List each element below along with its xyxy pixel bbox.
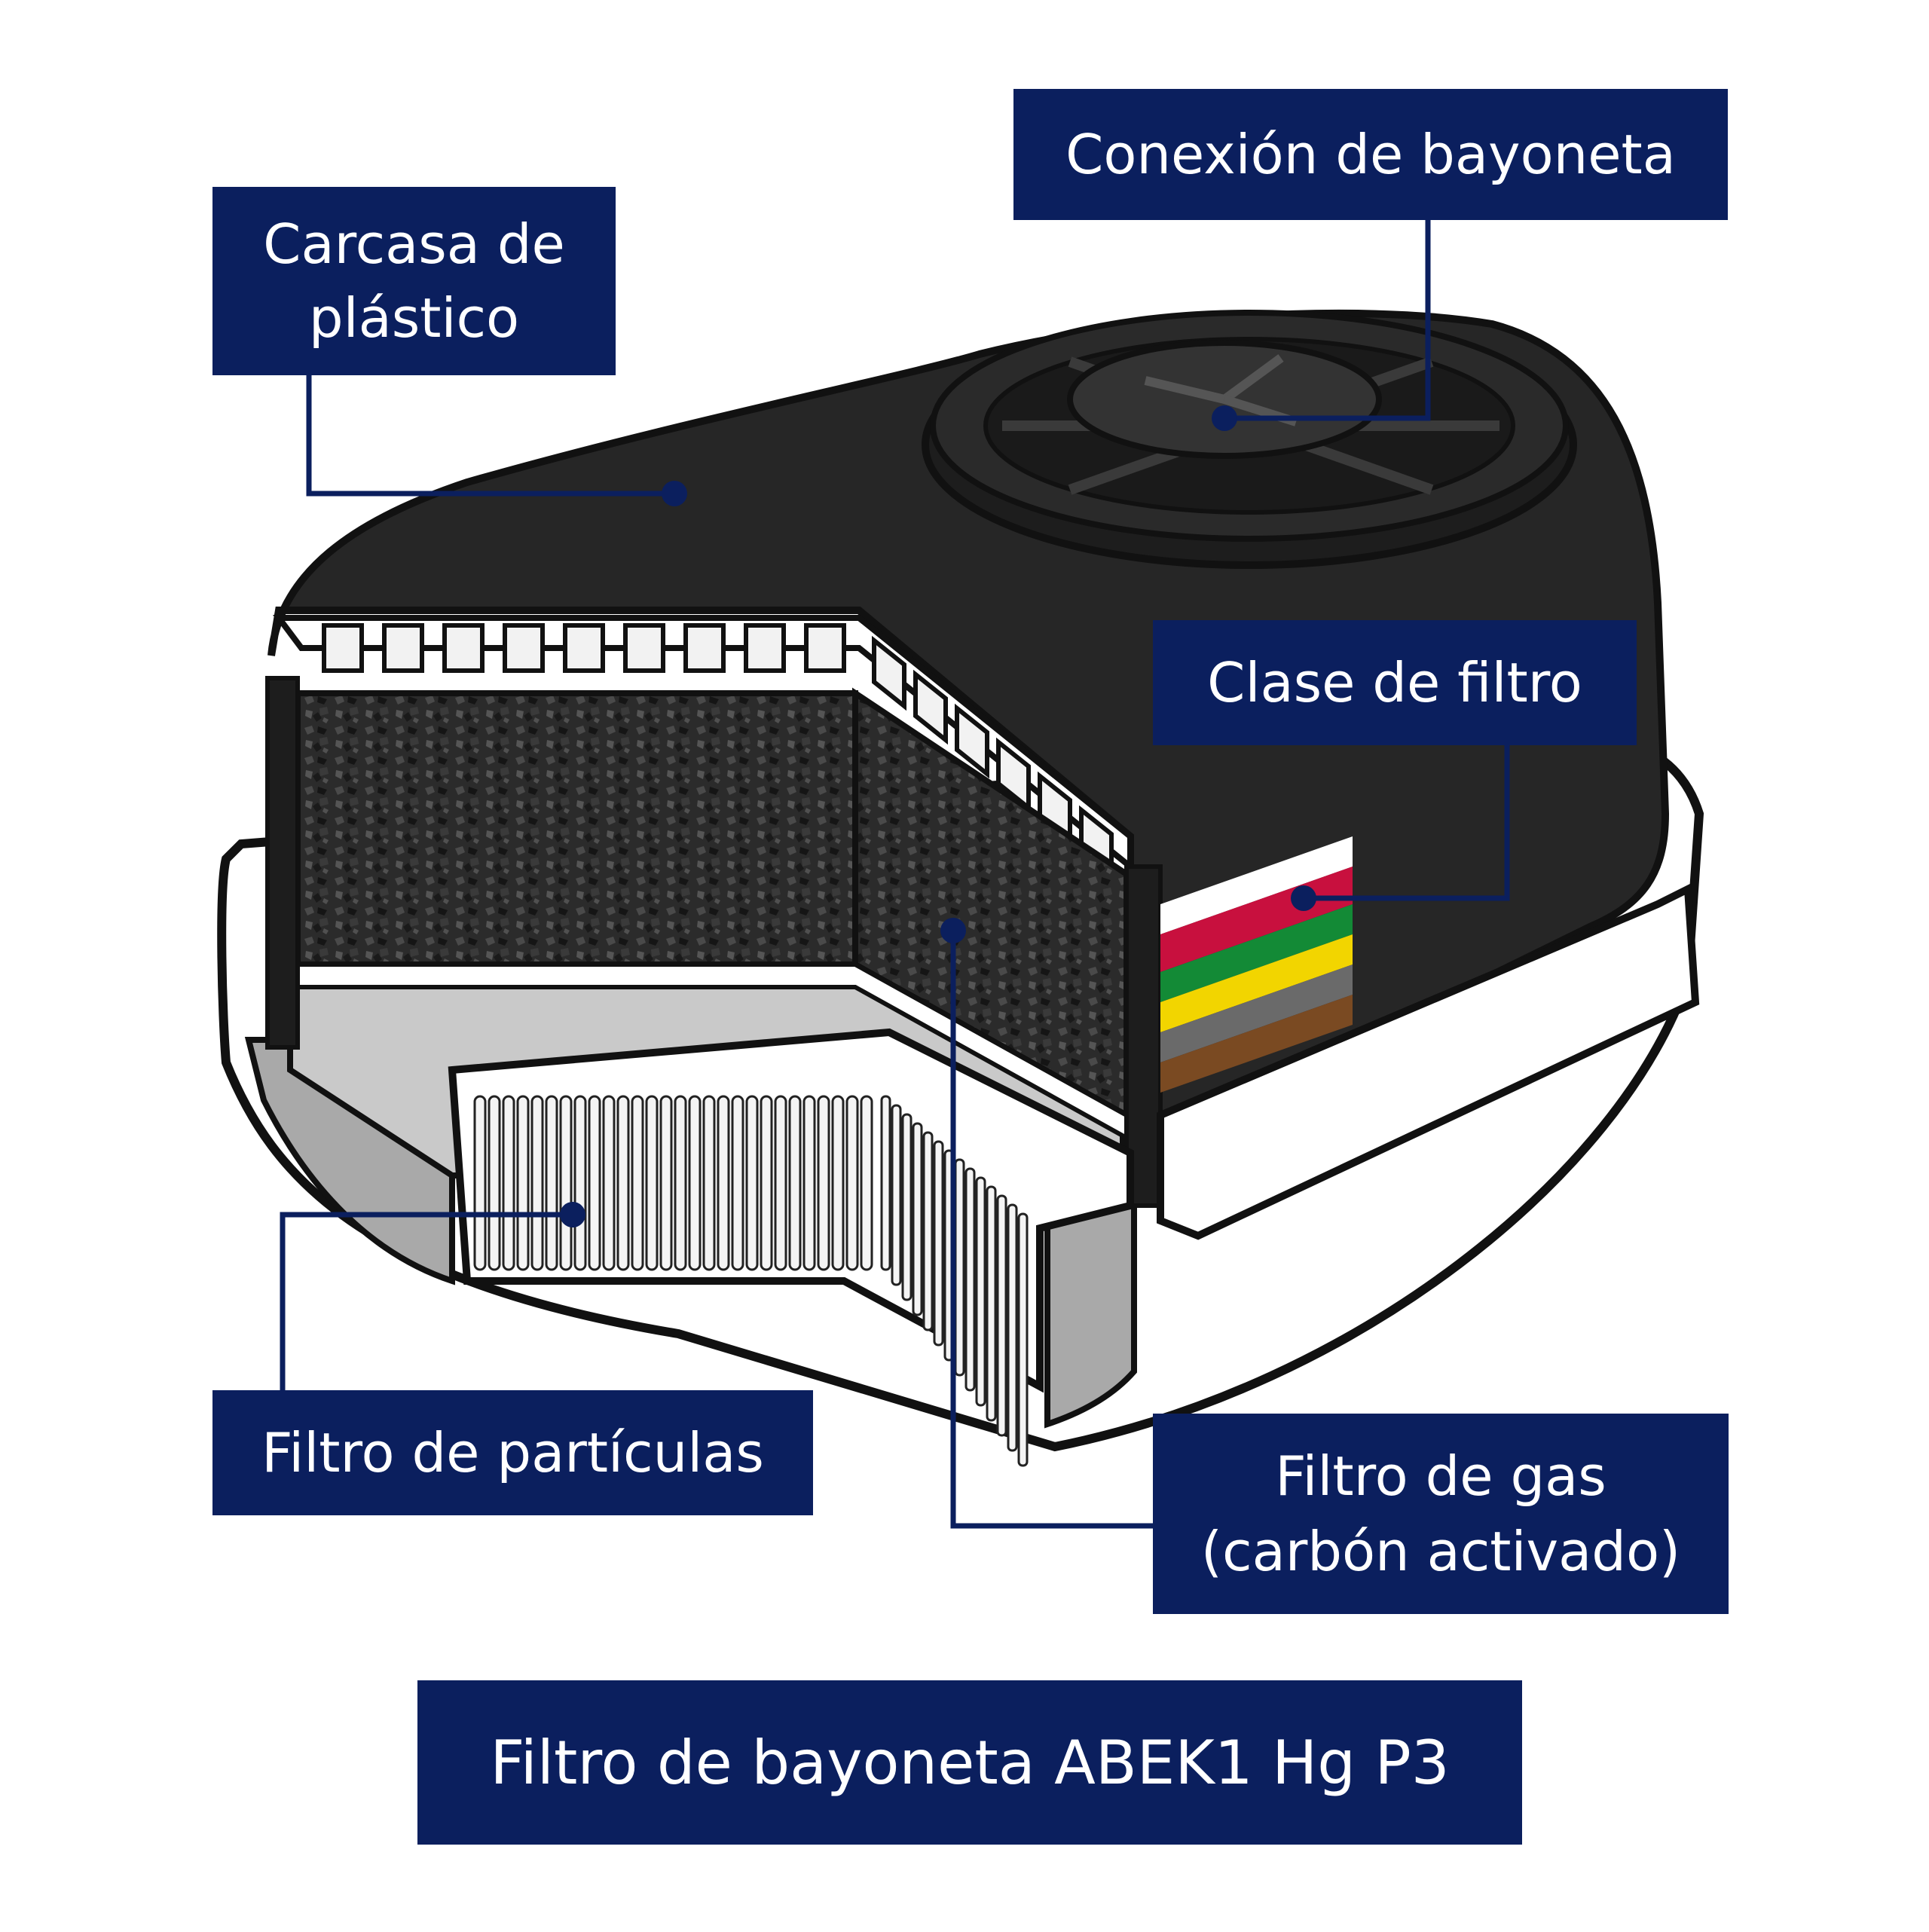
label-plastic-housing-line1: Carcasa de	[263, 212, 565, 276]
pleat	[901, 1113, 913, 1301]
label-gas-filter-line1: Filtro de gas	[1275, 1444, 1606, 1508]
dot-carcasa	[662, 481, 687, 506]
label-particle-filter-text: Filtro de partículas	[261, 1421, 764, 1484]
pleat	[788, 1095, 802, 1271]
frame-rib	[382, 623, 424, 673]
pleat	[802, 1095, 816, 1271]
pleat	[602, 1095, 616, 1271]
shell-rim	[1157, 883, 1700, 1240]
band-yellow-stripe	[1160, 934, 1353, 1032]
label-particle-filter: Filtro de partículas	[212, 1390, 813, 1515]
band-brown-stripe	[1160, 995, 1353, 1093]
label-filter-class: Clase de filtro	[1153, 620, 1637, 745]
pleat	[745, 1095, 759, 1271]
pleat	[631, 1095, 644, 1271]
dot-clase	[1291, 885, 1316, 911]
pleat	[516, 1095, 530, 1271]
pleat	[954, 1158, 965, 1377]
frame-rib	[804, 623, 846, 673]
band-white-stripe	[1160, 836, 1353, 934]
pleat	[922, 1131, 934, 1331]
pleat	[473, 1095, 487, 1271]
pleat	[760, 1095, 773, 1271]
dot-conexion	[1212, 405, 1237, 431]
pleat	[659, 1095, 673, 1271]
diagram-title-text: Filtro de bayoneta ABEK1 Hg P3	[490, 1727, 1450, 1798]
pleat	[845, 1095, 859, 1271]
pleat	[545, 1095, 558, 1271]
pleat	[488, 1095, 501, 1271]
pleat	[731, 1095, 744, 1271]
frame-rib	[503, 623, 545, 673]
pleat	[986, 1185, 997, 1422]
pleat	[502, 1095, 515, 1271]
pleat	[1017, 1212, 1029, 1467]
pleat	[1007, 1203, 1018, 1452]
pleat	[573, 1095, 587, 1271]
diagram-title: Filtro de bayoneta ABEK1 Hg P3	[417, 1680, 1522, 1845]
pleat	[933, 1140, 944, 1347]
frame-rib	[563, 623, 605, 673]
gas-filter-carbon-front	[295, 690, 858, 968]
label-plastic-housing-line2: plástico	[308, 286, 520, 350]
pleat	[717, 1095, 730, 1271]
leader-dots	[560, 405, 1316, 1227]
pleat	[912, 1122, 923, 1316]
pleat	[964, 1167, 976, 1392]
pleat	[530, 1095, 544, 1271]
frame-rib	[683, 623, 726, 673]
pleat	[975, 1176, 986, 1407]
pleat	[831, 1095, 845, 1271]
frame-rib	[442, 623, 485, 673]
pleat	[616, 1095, 630, 1271]
pleat	[559, 1095, 573, 1271]
label-gas-filter-line2: (carbón activado)	[1200, 1520, 1681, 1583]
band-green-stripe	[1160, 904, 1353, 1002]
band-grey-stripe	[1160, 964, 1353, 1062]
dot-particulas	[560, 1202, 585, 1227]
cut-frame-ribs	[322, 623, 1114, 881]
label-bayonet-connection: Conexión de bayoneta	[1013, 89, 1728, 220]
pleat	[674, 1095, 687, 1271]
left-housing-edge	[265, 676, 300, 1050]
pleat	[702, 1095, 716, 1271]
frame-rib-diagonal	[955, 703, 989, 779]
dot-gas	[940, 918, 966, 943]
frame-rib-diagonal	[872, 635, 906, 711]
pleat	[891, 1104, 902, 1286]
frame-rib-diagonal	[913, 669, 948, 745]
pleat	[996, 1194, 1007, 1437]
pleat	[688, 1095, 702, 1271]
pleat	[774, 1095, 787, 1271]
pleat	[817, 1095, 830, 1271]
pleat	[880, 1095, 891, 1271]
frame-rib	[623, 623, 665, 673]
label-bayonet-connection-text: Conexión de bayoneta	[1065, 123, 1676, 186]
frame-rib	[322, 623, 364, 673]
pleat	[645, 1095, 659, 1271]
label-filter-class-text: Clase de filtro	[1207, 651, 1582, 714]
label-plastic-housing: Carcasa de plástico	[212, 187, 616, 375]
shell-interior-right	[1044, 1172, 1137, 1429]
frame-rib	[744, 623, 786, 673]
label-gas-filter: Filtro de gas (carbón activado)	[1153, 1414, 1729, 1614]
pleat	[860, 1095, 873, 1271]
pleat	[588, 1095, 601, 1271]
